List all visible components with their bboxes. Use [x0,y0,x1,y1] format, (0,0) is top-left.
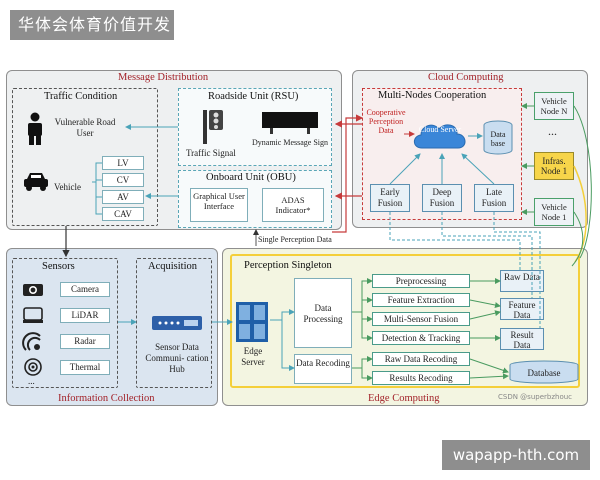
edge-database-label: Database [527,368,561,378]
step-preprocessing: Preprocessing [372,274,470,288]
vehicle-type-av: AV [102,190,144,204]
edge-computing-title: Edge Computing [368,393,440,404]
adas-indicator-box: ADAS Indicator* [262,188,324,222]
early-fusion-box: Early Fusion [370,184,410,212]
step-feature-extraction: Feature Extraction [372,293,470,307]
traffic-condition-title: Traffic Condition [44,91,118,102]
nodes-ellipsis: ... [548,124,557,138]
car-icon [24,173,48,191]
vehicle-label: Vehicle [54,182,81,192]
traffic-signal-icon [203,110,223,144]
step-results-recoding: Results Recoding [372,371,470,385]
edge-database-icon [509,360,579,384]
sensor-radar: Radar [60,334,110,349]
data-processing-box: Data Processing [294,278,352,348]
sensors-more: ... [28,376,35,386]
camera-icon [23,284,43,296]
cooperative-perception-data-label: Cooperative Perception Data [366,108,406,135]
vehicle-type-cv: CV [102,173,144,187]
footer-tag[interactable]: wapapp-hth.com [442,440,590,470]
message-distribution-title: Message Distribution [118,72,209,83]
vulnerable-road-user-label: Vulnerable Road User [54,117,116,138]
vehicle-type-lv: LV [102,156,144,170]
obu-title: Onboard Unit (OBU) [206,172,296,183]
sensor-thermal: Thermal [60,360,110,375]
output-raw-data: Raw Data [500,270,544,292]
late-fusion-box: Late Fusion [474,184,514,212]
infras-node-1: Infras. Node 1 [534,152,574,180]
cloud-server-label: Cloud Server [418,125,462,134]
hub-label: Sensor Data Communi- cation Hub [145,342,209,374]
message-sign-icon [262,112,318,134]
sensors-group [12,258,118,388]
cloud-computing-title: Cloud Computing [428,72,504,83]
acquisition-title: Acquisition [148,261,197,272]
sensors-title: Sensors [42,261,75,272]
single-perception-data-label: Single Perception Data [258,235,332,244]
data-recoding-box: Data Recoding [294,354,352,384]
sensor-camera: Camera [60,282,110,297]
rsu-title: Roadside Unit (RSU) [208,91,299,102]
gui-box: Graphical User Interface [190,188,248,222]
step-raw-data-recoding: Raw Data Recoding [372,352,470,366]
person-icon [28,112,42,145]
edge-server-label: Edge Server [241,346,265,367]
cloud-icon [413,124,466,149]
database-icon [483,120,513,155]
thermal-icon [24,358,42,376]
output-feature-data: Feature Data [500,298,544,320]
vehicle-node-1: Vehicle Node 1 [534,198,574,226]
traffic-signal-label: Traffic Signal [186,148,236,158]
hub-icon [152,316,202,330]
information-collection-title: Information Collection [58,393,155,404]
perception-singleton-title: Perception Singleton [244,260,332,271]
step-detection-tracking: Detection & Tracking [372,331,470,345]
dynamic-message-sign-label: Dynamic Message Sign [252,138,328,147]
vehicle-node-n: Vehicle Node N [534,92,574,120]
lidar-icon [23,307,43,323]
multi-nodes-cooperation-title: Multi-Nodes Cooperation [378,90,487,101]
sensor-lidar: LiDAR [60,308,110,323]
step-multi-sensor-fusion: Multi-Sensor Fusion [372,312,470,326]
vehicle-type-cav: CAV [102,207,144,221]
edge-server-icon [236,302,268,342]
output-result-data: Result Data [500,328,544,350]
watermark: CSDN @superbzhouc [498,393,573,401]
header-tag: 华体会体育价值开发 [10,10,174,40]
deep-fusion-box: Deep Fusion [422,184,462,212]
cloud-database-label: Data base [490,130,506,148]
traffic-condition-group [12,88,158,226]
radar-icon [22,332,41,351]
